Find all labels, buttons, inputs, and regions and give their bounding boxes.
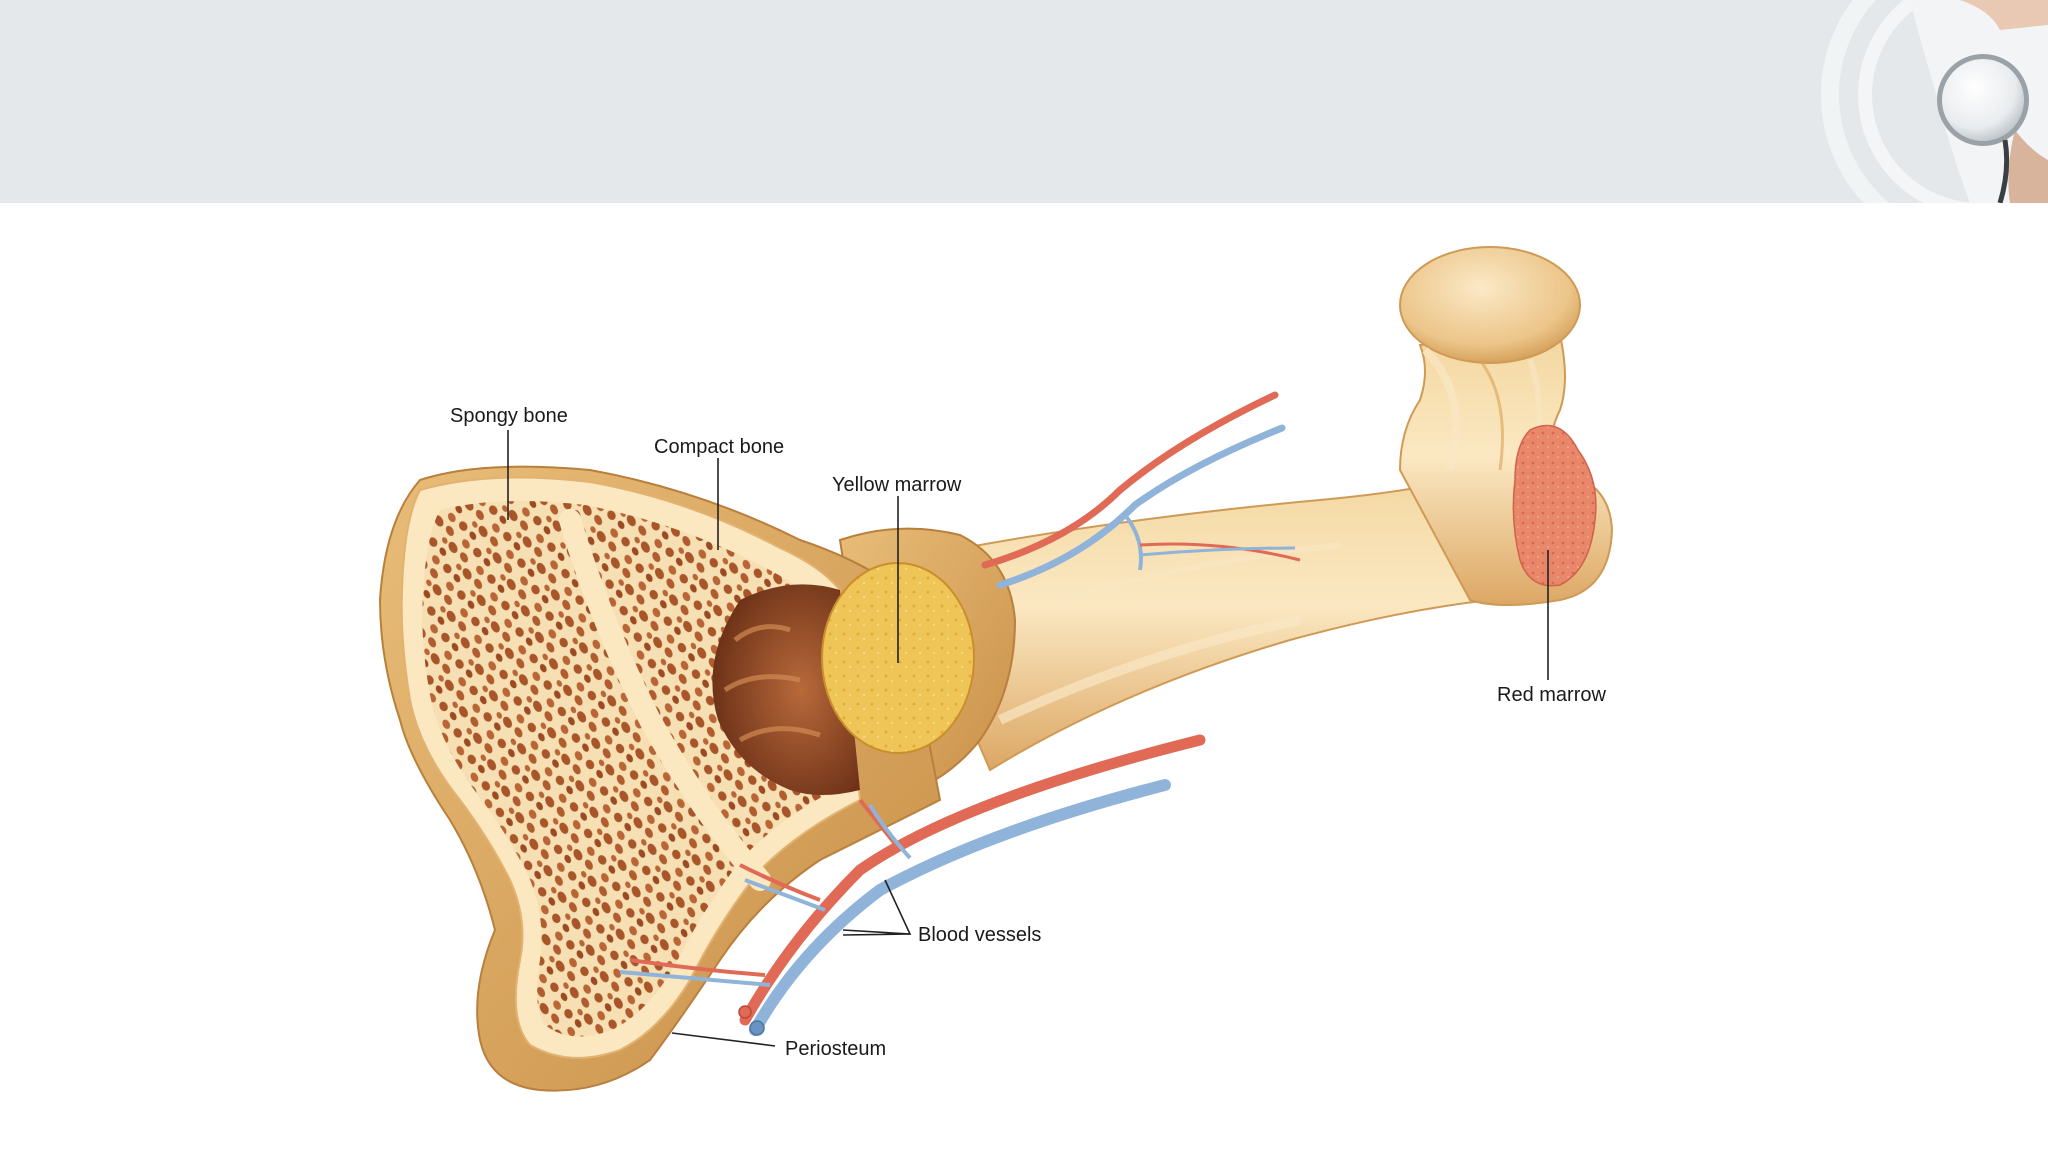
leader-lines — [507, 430, 1549, 1047]
label-yellow-marrow: Yellow marrow — [832, 474, 962, 496]
blood-vessels — [619, 391, 1301, 1036]
stethoscope-photo — [1760, 0, 2048, 203]
red-marrow-region — [1512, 424, 1597, 587]
label-red-marrow: Red marrow — [1497, 684, 1606, 706]
label-periosteum: Periosteum — [785, 1038, 886, 1060]
label-blood-vessels: Blood vessels — [918, 924, 1041, 946]
label-spongy-bone: Spongy bone — [450, 405, 568, 427]
header-band — [0, 0, 2048, 203]
bone-shaft — [898, 468, 1492, 772]
label-compact-bone: Compact bone — [654, 436, 784, 458]
